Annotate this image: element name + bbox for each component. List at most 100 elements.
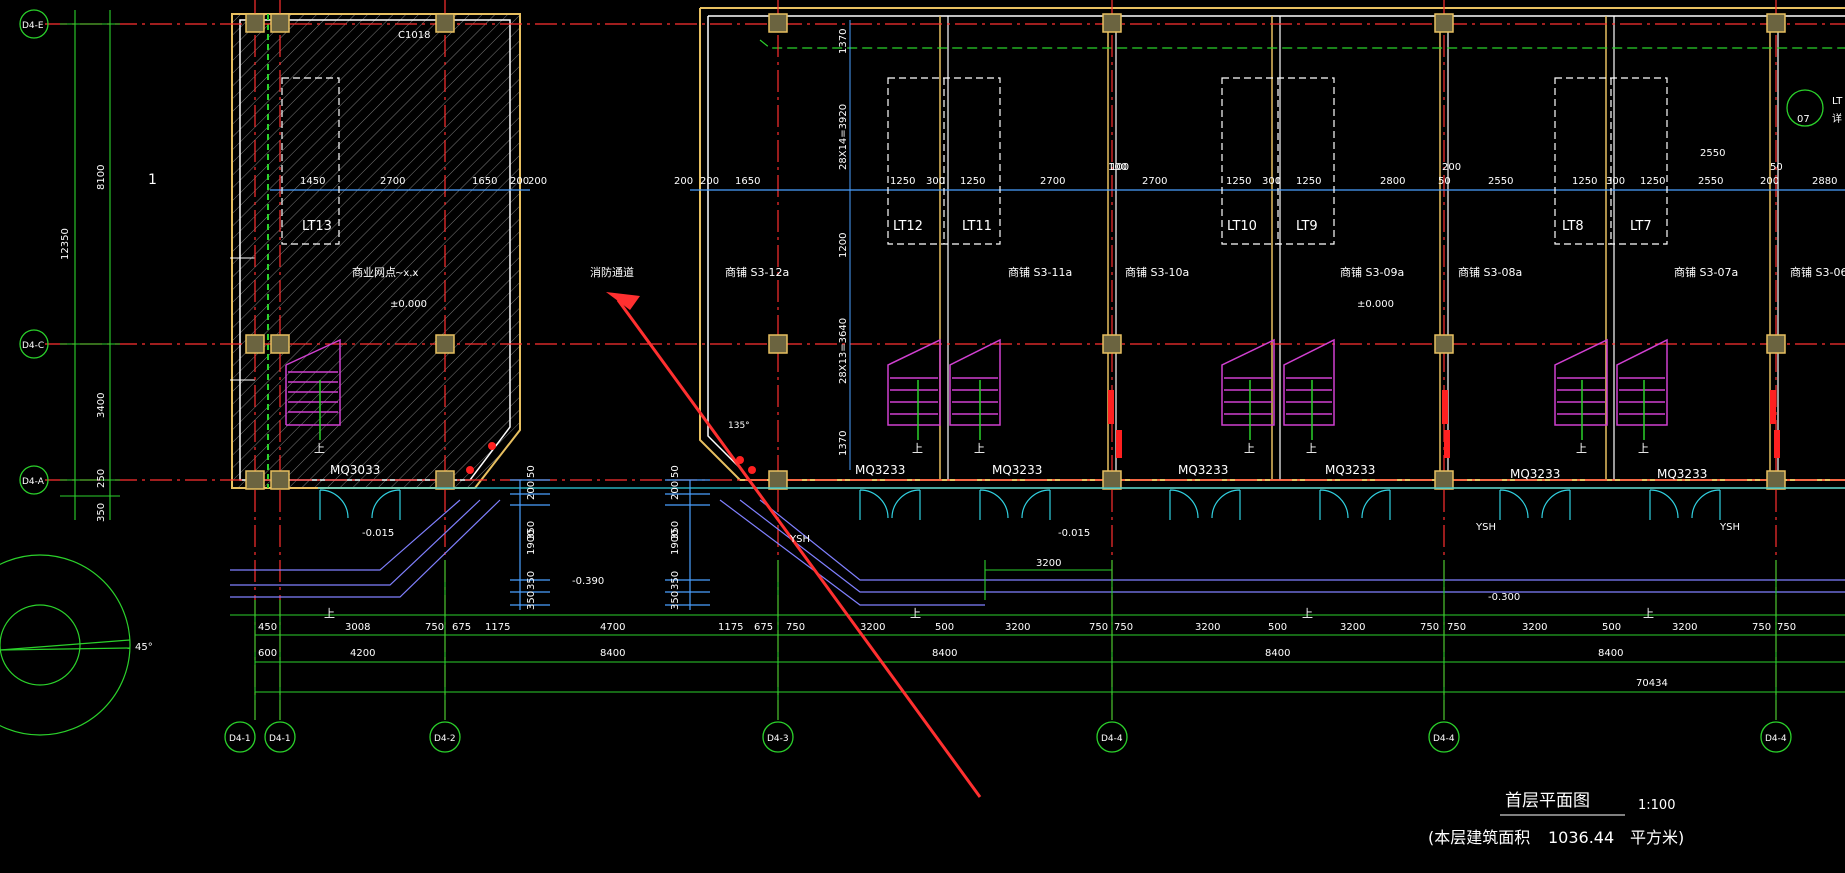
dimension-value: 50	[1438, 176, 1451, 187]
dimension-value: 1900	[670, 530, 681, 555]
dimension-value: 2550	[1698, 176, 1723, 187]
dimension-value: 750	[786, 622, 805, 633]
door-label: MQ3233	[1178, 463, 1228, 477]
elevation-label: -0.300	[1488, 592, 1520, 603]
room-label: 消防通道	[590, 265, 634, 279]
dimension-value: 2550	[1700, 148, 1725, 159]
dimension-value: 28X14=3920	[838, 104, 849, 170]
detail-ref2: 详	[1832, 112, 1842, 125]
dimension-value: 1250	[1572, 176, 1597, 187]
axis-label-3: D4-3	[767, 734, 789, 744]
elevator-label: LT11	[962, 219, 992, 234]
axis-label-4b: D4-4	[1433, 734, 1455, 744]
room-label: 商铺 S3-07a	[1674, 265, 1738, 279]
axis-label-c: D4-C	[22, 341, 44, 351]
axis-label-4c: D4-4	[1765, 734, 1787, 744]
axis-label-e: D4-E	[22, 21, 44, 31]
axis-label-2: D4-2	[434, 734, 456, 744]
dimension-value: 3008	[345, 622, 370, 633]
room-label: 商铺 S3-06	[1790, 265, 1845, 279]
dimension-value: 350	[670, 521, 681, 540]
section-mark: 1	[148, 172, 157, 188]
elevator-label: LT13	[302, 219, 332, 234]
dimension-value: 3200	[1195, 622, 1220, 633]
elevator-label: LT9	[1296, 219, 1318, 234]
dimension-value: 3200	[1005, 622, 1030, 633]
dimension-value: 4700	[600, 622, 625, 633]
dimension-total: 70434	[1636, 678, 1668, 689]
dimension-value: 200	[528, 176, 547, 187]
dimension-value: 2800	[1380, 176, 1405, 187]
elevator-label: LT12	[893, 219, 923, 234]
room-sublabel: ~x.x	[395, 268, 418, 279]
room-label: 商铺 S3-12a	[725, 265, 789, 279]
dimension-value: 2550	[1488, 176, 1513, 187]
dimension-value: 350	[526, 571, 537, 590]
dimension-value: 8400	[600, 648, 625, 659]
dimension-value: 350	[526, 591, 537, 610]
title-block: 首层平面图 1:100 (本层建筑面积 1036.44 平方米)	[1428, 791, 1684, 847]
dimension-value: 350	[96, 503, 107, 522]
angle-label: 135°	[728, 421, 750, 431]
dimension-value: 1250	[890, 176, 915, 187]
dimension-value: 1250	[1640, 176, 1665, 187]
dimension-value: 500	[1268, 622, 1287, 633]
dimension-value: 3400	[96, 393, 107, 418]
door-label: MQ3233	[1325, 463, 1375, 477]
room-label: 商铺 S3-11a	[1008, 265, 1072, 279]
elevation-label: ±0.000	[390, 299, 427, 310]
room-label: 商铺 S3-09a	[1340, 265, 1404, 279]
axis-label-a: D4-A	[22, 477, 45, 487]
dimension-value: 50	[670, 465, 681, 478]
dimension-value: 3200	[1036, 558, 1061, 569]
plan-scale: 1:100	[1638, 798, 1675, 813]
dimension-value: 200	[526, 481, 537, 500]
dimension-value: 200	[674, 176, 693, 187]
axis-label-4: D4-4	[1101, 734, 1123, 744]
ysh-label: YSH	[1475, 522, 1496, 533]
up-label: 上	[1643, 607, 1654, 620]
elevation-label: -0.015	[1058, 528, 1090, 539]
dimension-value: 1200	[838, 233, 849, 258]
dimension-value: 1450	[300, 176, 325, 187]
dimension-value: 200	[700, 176, 719, 187]
red-pointer-arrow	[606, 292, 982, 798]
dimension-value: 500	[935, 622, 954, 633]
fire-lane-lines	[230, 499, 1845, 606]
dimension-value: 350	[670, 571, 681, 590]
dimension-value: 750	[1777, 622, 1796, 633]
elevator-label: LT7	[1630, 219, 1652, 234]
dimension-value: 2700	[380, 176, 405, 187]
ysh-label: YSH	[789, 534, 810, 545]
dimension-value: 750	[1114, 622, 1133, 633]
dimension-value: 350	[670, 591, 681, 610]
door-label: MQ3033	[330, 463, 380, 477]
hatched-shop-inner-wall	[239, 19, 511, 481]
area-prefix: (本层建筑面积	[1428, 828, 1530, 847]
dimension-value: 1650	[472, 176, 497, 187]
stairs	[285, 338, 1668, 426]
dimension-value: 750	[1420, 622, 1439, 633]
elevator-label: LT10	[1227, 219, 1257, 234]
ysh-label: YSH	[1719, 522, 1740, 533]
dimension-value: 50	[526, 465, 537, 478]
dimension-lines	[60, 10, 1845, 720]
dimension-value: 200	[510, 176, 529, 187]
hatched-shop-area	[231, 13, 521, 489]
dimension-value: 8400	[932, 648, 957, 659]
dimension-value: 300	[1606, 176, 1625, 187]
dimension-value: 8100	[96, 165, 107, 190]
dimension-value: 100	[1108, 162, 1127, 173]
dimension-value: 1250	[960, 176, 985, 187]
hydrant-markers	[466, 390, 1780, 474]
room-label: 商铺 S3-10a	[1125, 265, 1189, 279]
dimension-value: 300	[926, 176, 945, 187]
dimension-value: 675	[754, 622, 773, 633]
dimension-value: 300	[1262, 176, 1281, 187]
compass-label: 45°	[135, 642, 153, 653]
dimension-value: 200	[1442, 162, 1461, 173]
up-label: 上	[1576, 442, 1587, 455]
area-unit: 平方米)	[1630, 828, 1684, 847]
plan-title: 首层平面图	[1505, 791, 1590, 811]
